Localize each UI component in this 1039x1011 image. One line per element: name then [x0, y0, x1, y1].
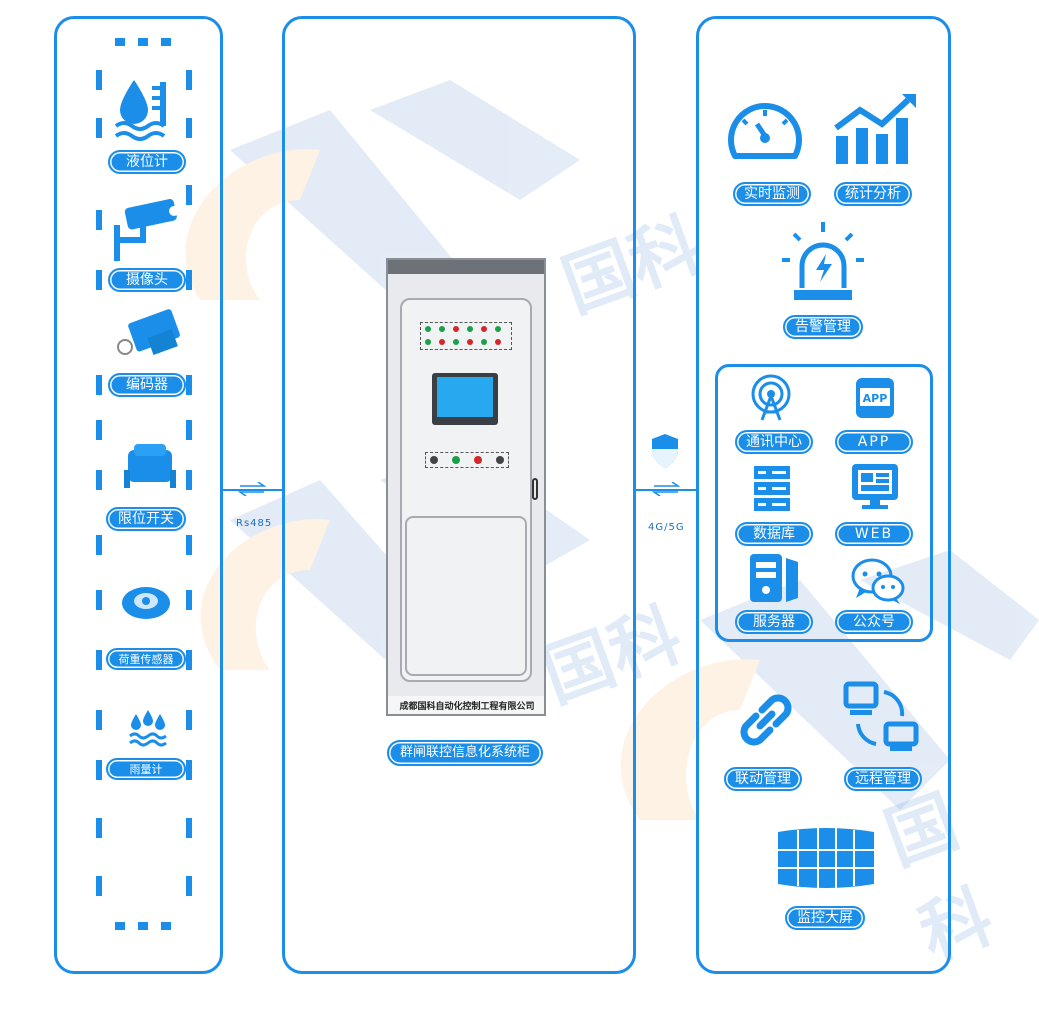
app-icon: APP [856, 378, 894, 418]
remote-computers-icon [843, 681, 919, 751]
maker-name: 成都国科自动化控制工程有限公司 [399, 702, 535, 712]
dash [186, 375, 192, 395]
dash [138, 922, 148, 930]
bar-chart-trend-icon [834, 94, 916, 164]
dash [186, 710, 192, 730]
server-tower-icon [750, 554, 798, 602]
platform-label: 联动管理 [724, 767, 802, 791]
antenna-icon [751, 374, 791, 421]
rain-gauge-icon [129, 710, 167, 747]
bidirectional-arrow-icon [652, 482, 680, 496]
indicator-lights-icon [425, 326, 501, 345]
dash [96, 270, 102, 290]
platform-panel [696, 16, 951, 974]
dash [96, 650, 102, 670]
switch-row [425, 452, 509, 468]
knob-switches-icon [430, 456, 504, 464]
limit-switch-icon [124, 444, 176, 488]
dash [186, 876, 192, 896]
protocol-label: 4G/5G [648, 522, 685, 533]
platform-label: 服务器 [735, 610, 813, 634]
platform-label: APP [835, 430, 913, 454]
dash [96, 876, 102, 896]
rs485-connection [223, 489, 283, 491]
dash [186, 535, 192, 555]
wechat-icon [851, 558, 905, 604]
platform-label: 远程管理 [844, 767, 922, 791]
hmi-screen [437, 377, 493, 417]
dash [96, 210, 102, 230]
gauge-icon [728, 103, 802, 159]
platform-label: 公众号 [835, 610, 913, 634]
dash [186, 70, 192, 90]
svg-text:APP: APP [863, 392, 888, 405]
protocol-label: Rs485 [236, 518, 273, 529]
dash [138, 38, 148, 46]
dash [96, 760, 102, 780]
device-label: 限位开关 [106, 507, 186, 531]
dash [186, 760, 192, 780]
cabinet-name-label: 群闸联控信息化系统柜 [387, 740, 543, 766]
dash [96, 535, 102, 555]
security-shield-icon [652, 434, 678, 468]
dash [115, 922, 125, 930]
platform-label: 通讯中心 [735, 430, 813, 454]
dash [96, 710, 102, 730]
wireless-connection [636, 489, 698, 491]
link-icon [740, 694, 792, 746]
cabinet-door [400, 298, 532, 682]
database-server-icon [754, 466, 790, 511]
video-wall-icon [778, 828, 874, 888]
dash [96, 70, 102, 90]
cabinet-top-bar [388, 260, 544, 274]
dash [96, 375, 102, 395]
dash [161, 922, 171, 930]
dash [96, 818, 102, 838]
dash [161, 38, 171, 46]
water-level-gauge-icon [114, 80, 166, 141]
dash [186, 420, 192, 440]
bidirectional-arrow-icon [238, 482, 266, 496]
dash [96, 420, 102, 440]
device-label: 液位计 [108, 150, 186, 174]
device-label: 荷重传感器 [106, 648, 186, 670]
platform-label: 监控大屏 [785, 906, 865, 930]
dash [186, 270, 192, 290]
dash [186, 650, 192, 670]
dash [186, 590, 192, 610]
platform-label: 实时监测 [733, 182, 811, 206]
device-label: 雨量计 [106, 758, 186, 780]
platform-label: 数据库 [735, 522, 813, 546]
dash [186, 185, 192, 205]
camera-icon [114, 199, 179, 261]
cabinet-handle [532, 478, 538, 500]
dash [96, 590, 102, 610]
platform-label: WEB [835, 522, 913, 546]
dash [186, 470, 192, 490]
dash [186, 818, 192, 838]
cabinet-lower-door [405, 516, 527, 676]
device-label: 摄像头 [108, 268, 186, 292]
load-sensor-icon [122, 587, 170, 619]
indicator-lights [420, 322, 512, 350]
encoder-icon [117, 309, 180, 356]
alarm-light-icon [782, 222, 864, 300]
field-devices-panel [54, 16, 223, 974]
web-page-icon [852, 464, 898, 509]
dash [96, 470, 102, 490]
dash [186, 118, 192, 138]
dash [115, 38, 125, 46]
cloud-services-group [715, 364, 933, 642]
maker-plate [388, 696, 544, 714]
platform-label: 告警管理 [783, 315, 863, 339]
dash [96, 118, 102, 138]
cabinet-panel [282, 16, 636, 974]
platform-label: 统计分析 [834, 182, 912, 206]
device-label: 编码器 [108, 373, 186, 397]
